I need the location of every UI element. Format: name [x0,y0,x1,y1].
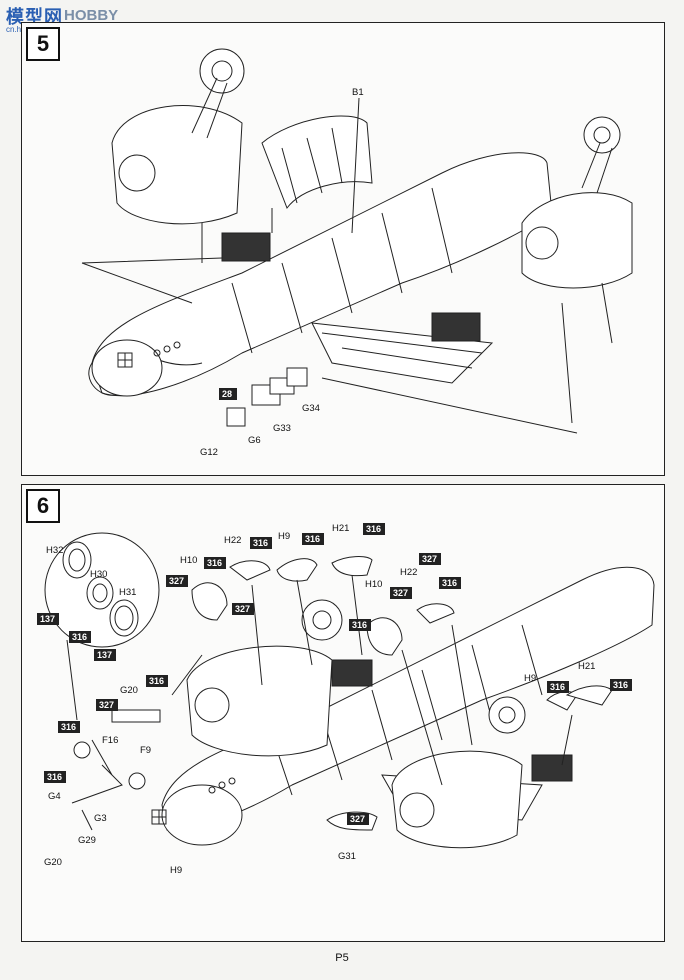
page-number: P5 [335,952,349,964]
label-H32: H32 [46,545,63,556]
label-G20: G20 [44,857,62,868]
part-badge: 316 [550,682,565,692]
label-H10: H10 [365,579,382,590]
label-H22: H22 [400,567,417,578]
label-H31: H31 [119,587,136,598]
part-badge: 316 [207,558,222,568]
part-badge: 316 [47,772,62,782]
label-G6: G6 [248,435,261,446]
part-badge: 327 [169,576,184,586]
part-badge: 28 [222,389,232,399]
part-badge: 316 [366,524,381,534]
label-H9: H9 [524,673,536,684]
label-G31: G31 [338,851,356,862]
label-H9: H9 [278,531,290,542]
part-badge: 316 [305,534,320,544]
label-B1: B1 [352,87,364,98]
label-F16: F16 [102,735,118,746]
part-badge: 316 [253,538,268,548]
step-number: 5 [26,27,60,61]
part-badge: 137 [40,614,55,624]
part-badge: 316 [149,676,164,686]
label-G29: G29 [78,835,96,846]
label-H10: H10 [180,555,197,566]
step-6-illustration: H32 H30 H31 H10 H22 H9 H21 H10 H22 H9 H2… [37,523,655,876]
label-G20: G20 [120,685,138,696]
label-H21: H21 [332,523,349,534]
label-G33: G33 [273,423,291,434]
part-badge: 316 [442,578,457,588]
step-5-illustration: B1 28 G12 G6 G33 G34 [81,48,633,458]
part-badge: 316 [61,722,76,732]
step-5-panel: 5 [21,22,665,476]
label-H22: H22 [224,535,241,546]
part-badge: 316 [613,680,628,690]
part-badge: 316 [72,632,87,642]
label-G12: G12 [200,447,218,458]
part-badge: 327 [422,554,437,564]
label-G34: G34 [302,403,320,414]
label-G4: G4 [48,791,61,802]
label-H9: H9 [170,865,182,876]
part-badge: 327 [393,588,408,598]
part-badge: 137 [97,650,112,660]
step-number: 6 [26,489,60,523]
label-H30: H30 [90,569,107,580]
part-badge: 327 [99,700,114,710]
part-badge: 327 [350,814,365,824]
part-badge: 327 [235,604,250,614]
label-H21: H21 [578,661,595,672]
label-G3: G3 [94,813,107,824]
step-6-panel: 6 [21,484,665,942]
part-badge: 316 [352,620,367,630]
label-F9: F9 [140,745,151,756]
